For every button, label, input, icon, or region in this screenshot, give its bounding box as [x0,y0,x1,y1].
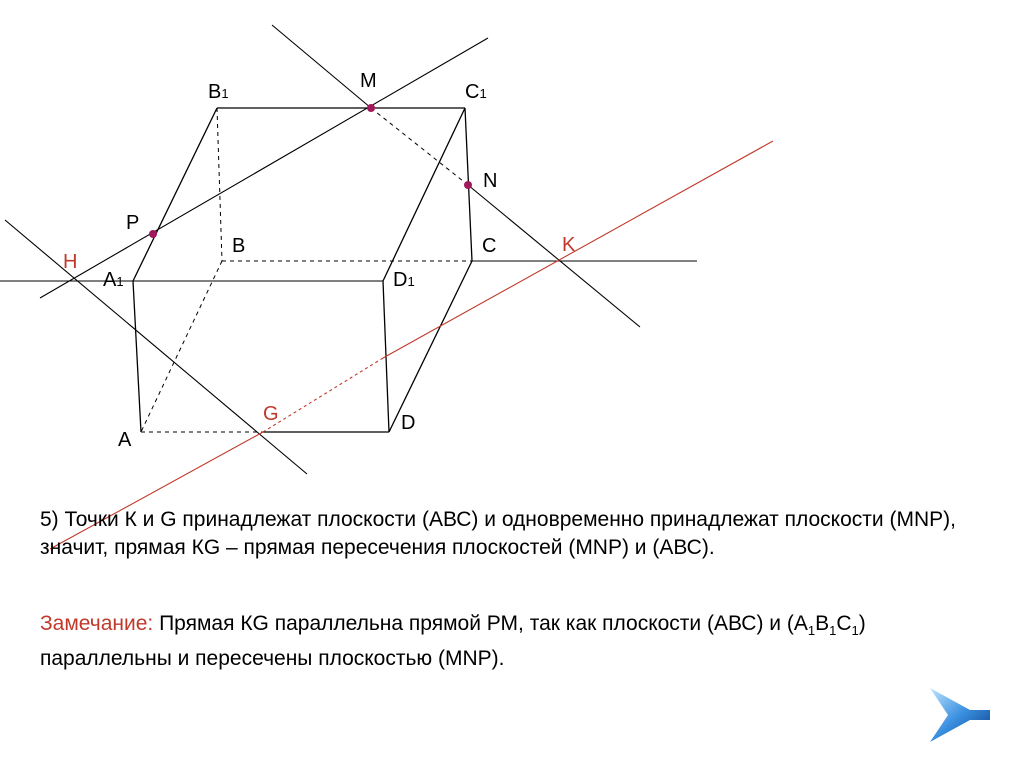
edge-c1d1 [382,107,466,282]
label-g: G [263,403,279,425]
line-pm [39,37,489,299]
label-n: N [483,170,497,192]
point-m [367,104,375,112]
segment-mn [370,107,469,186]
hidden-edges [140,107,472,433]
label-c: C [482,235,496,257]
remark-body-mid2: С [836,612,852,635]
line-nk [467,184,641,328]
edge-b1b [216,107,223,262]
prism-edges [132,107,473,433]
edge-b1a1 [132,107,218,282]
label-h: H [63,251,77,273]
edge-cd [388,260,473,433]
remark-sub-1: 1 [807,623,816,639]
remark-sub-3: 1 [851,623,859,639]
remark-body-post: ) параллельны и пересечены плоскостью (M… [40,612,866,671]
point-n [464,181,472,189]
line-hg [4,219,308,475]
label-p: P [126,212,139,234]
label-a1: A1 [103,269,124,291]
remark-text: Замечание: Прямая КG параллельна прямой … [40,610,985,673]
remark-title: Замечание: [40,612,154,635]
next-arrow-icon [930,688,990,742]
label-a: A [118,429,132,451]
remark-sub-2: 1 [829,623,837,639]
remark-body-pre: Прямая КG параллельна прямой РМ, так как… [153,612,808,635]
label-k: K [562,234,576,256]
line-kg-solid-top [382,140,774,359]
label-m: M [360,70,377,92]
line-kg-solid-bottom [49,431,264,550]
edge-a1a [132,280,142,433]
line-kg [49,140,774,550]
label-c1: C1 [465,81,487,103]
points [149,104,472,238]
label-b1: B1 [208,81,229,103]
line-mn [271,24,372,109]
remark-body-mid1: В [815,612,830,635]
label-d1: D1 [393,269,415,291]
next-slide-button[interactable] [926,686,996,744]
label-b: B [232,235,245,257]
edge-ba [140,260,223,433]
label-d: D [401,412,415,434]
line-kg-dashed [262,357,384,433]
statement-text: 5) Точки К и G принадлежат плоскости (АВ… [40,508,956,559]
construction-lines [0,24,697,475]
point-p [149,230,157,238]
